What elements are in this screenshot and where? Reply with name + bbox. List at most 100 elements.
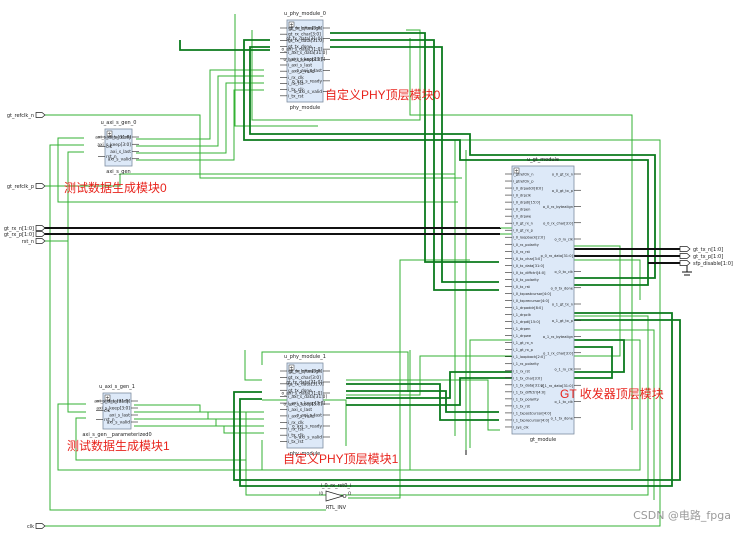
inv-pin-label: I0	[319, 491, 323, 496]
wire	[346, 390, 499, 413]
port-label: gt_refclk_p	[7, 184, 34, 190]
port-label: clk	[27, 524, 34, 530]
port-rst_n: rst_n	[22, 238, 46, 245]
wire	[346, 383, 499, 421]
pin-label: i_0_loopback[2:0]	[513, 236, 545, 240]
pin-label: i_sys_clk	[513, 425, 529, 429]
pin-label: axi_s_valid	[107, 420, 131, 426]
phy0-plus-icon	[288, 21, 295, 28]
pin-label: axi_s_keep[3:0]	[96, 406, 130, 412]
pin-label: i_1_gt_rx_p	[513, 348, 534, 352]
pin-label: o_0_rx_char[3:0]	[543, 221, 574, 225]
pin-label: gt_rx_char[3:0]	[288, 32, 321, 38]
port-label: gt_tx_n[1:0]	[693, 247, 723, 253]
pin-label: o_axi_s_data[31:0]	[281, 391, 322, 397]
wire	[136, 82, 264, 154]
wire	[57, 137, 458, 203]
pin-label: i_1_txpostcursor[4:0]	[513, 411, 552, 415]
pin-label: i_0_drpen	[513, 208, 530, 212]
pin-label: i_0_tx_char[3:0]	[513, 257, 542, 261]
wire	[136, 69, 264, 140]
pin-label: o_axi_s_ready	[292, 424, 322, 430]
pin-label: o_0_gt_tx_n	[552, 173, 573, 177]
pin-label: axi_s_last	[109, 413, 130, 419]
pin-label: i_1_rx_polarity	[513, 362, 540, 366]
gt-title: u_gt_module	[527, 157, 559, 163]
wire	[134, 404, 264, 413]
pin-label: i_rx_clk	[288, 420, 304, 426]
wire	[244, 350, 262, 381]
pin-label: axi_s_ready	[104, 399, 130, 405]
port-gt_tx_p[1:0]: gt_tx_p[1:0]	[679, 253, 723, 260]
pin-label: i_axi_s_keep[3:0]	[288, 56, 325, 62]
pin-label: i_tx_clk	[288, 87, 304, 93]
pin-label: axi_s_keep[3:0]	[97, 142, 131, 148]
gen0-plus-glyph: +	[107, 131, 111, 137]
wire	[44, 139, 661, 527]
gen0-title: u_axi_s_gen_0	[101, 120, 137, 126]
pin-label: rst_n	[106, 154, 117, 160]
port-layer: gt_refclk_ngt_refclk_pgt_rx_n[1:0]gt_rx_…	[4, 112, 733, 530]
pin-label: clk	[106, 144, 113, 150]
gen1-subtitle: axi_s_gen__parameterized0	[82, 432, 151, 438]
pin-label: i_0_gt_rx_p	[513, 229, 534, 233]
pin-label: o_axi_s_keep[3:0]	[284, 57, 323, 63]
pin-label: axi_s_valid	[108, 156, 132, 162]
pin-label: i_1_txprecursor[4:0]	[513, 418, 550, 422]
pin-label: i_1_tx_rst	[513, 404, 531, 408]
pin-label: o_1_rx_clk	[555, 368, 574, 372]
pin-label: o_1_gt_tx_p	[552, 319, 574, 323]
wire	[409, 38, 633, 430]
pin-label: i_1_tx_data[31:0]	[513, 383, 545, 387]
wire	[179, 40, 270, 51]
wire	[249, 46, 656, 279]
phy0-label: 自定义PHY顶层模块0	[325, 88, 441, 102]
gen1-plus-icon	[104, 394, 111, 401]
inverter-bubble	[342, 494, 347, 498]
pin-label: i_axi_s_valid	[288, 69, 315, 75]
pin-label: i_1_drpwe	[513, 334, 532, 338]
wire	[346, 379, 500, 431]
port-clk: clk	[27, 523, 46, 530]
pin-label: i_0_tx_diffctrl[4:0]	[513, 271, 546, 275]
phy0-title: u_phy_module_0	[284, 11, 326, 17]
pin-label: i_0_rx_polarity	[513, 243, 540, 247]
pin-label: o_0_gt_tx_p	[552, 189, 574, 193]
gen1-title: u_axi_s_gen_1	[99, 384, 135, 390]
phy1-subtitle: phy_module	[290, 451, 321, 457]
wire	[233, 319, 681, 481]
wire	[234, 14, 318, 127]
wire-layer	[40, 14, 692, 527]
pin-label: o_1_tx_done	[551, 416, 574, 420]
block-layer: u_phy_module_0+phy_modulegt_rx_bytealign…	[82, 11, 581, 511]
input-port-icon	[35, 523, 46, 529]
pin-label: i_rx_rst	[288, 81, 304, 87]
output-port-icon	[679, 246, 691, 252]
wire	[330, 46, 499, 283]
wire	[574, 329, 655, 500]
pin-label: o_0_tx_done	[551, 286, 574, 290]
port-gt_rx_p[1:0]: gt_rx_p[1:0]	[4, 231, 46, 238]
pin-label: i_1_drpclk	[513, 313, 532, 317]
pin-label: o_axi_s_ready	[292, 78, 322, 84]
pin-label: i_1_loopback[2:0]	[513, 355, 545, 359]
block-gen1: u_axi_s_gen_1+axi_s_gen__parameterized0a…	[82, 384, 151, 438]
pin-label: i_axi_s_valid	[288, 413, 315, 419]
pin-label: i_rx_clk	[288, 75, 304, 81]
gt-subtitle: gt_module	[530, 437, 556, 443]
pin-label: i_axi_s_last	[288, 63, 312, 69]
port-gt_refclk_p: gt_refclk_p	[7, 183, 46, 190]
pin-label: i_1_drpaddr[8:0]	[513, 306, 543, 310]
pin-label: i_axi_s_keep[3:0]	[288, 401, 325, 407]
pin-label: axi_s_data[31:0]	[94, 399, 130, 405]
wire	[75, 417, 246, 461]
wire	[245, 315, 649, 496]
wire	[136, 75, 264, 147]
pin-label: i_tx_rst	[288, 439, 304, 445]
port-label: rst_n	[22, 239, 34, 245]
wire	[261, 339, 641, 471]
wire	[134, 425, 264, 434]
gen1-label: 测试数据生成模块1	[67, 439, 170, 453]
pin-label: axi_s_ready	[106, 135, 132, 141]
